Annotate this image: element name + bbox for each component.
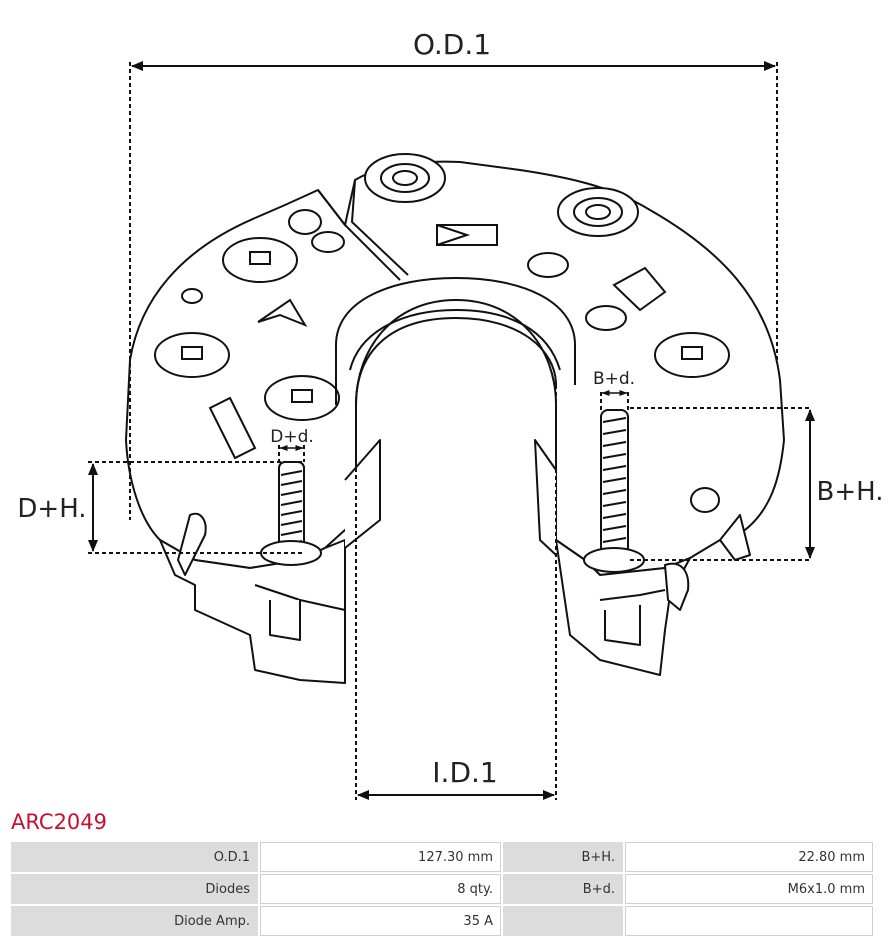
spec-label: Diode Amp. bbox=[11, 906, 258, 936]
spec-label: Diodes bbox=[11, 874, 258, 904]
table-row: O.D.1 127.30 mm B+H. 22.80 mm bbox=[11, 842, 873, 872]
label-id: I.D.1 bbox=[432, 756, 497, 789]
spec-value bbox=[625, 906, 873, 936]
rectifier-body bbox=[125, 160, 785, 576]
dimension-lines bbox=[88, 62, 812, 800]
rectifier-drawing: O.D.1 I.D.1 D+H. B+H. D+d. B+d. bbox=[17, 28, 884, 800]
b-plus-bolt bbox=[583, 409, 645, 573]
part-code: ARC2049 bbox=[11, 810, 108, 834]
spec-value: 22.80 mm bbox=[625, 842, 873, 872]
mounting-holes bbox=[181, 209, 720, 513]
label-dd: D+d. bbox=[270, 427, 314, 447]
spec-table: O.D.1 127.30 mm B+H. 22.80 mm Diodes 8 q… bbox=[9, 840, 875, 938]
spec-label: B+H. bbox=[503, 842, 623, 872]
center-bore bbox=[335, 276, 576, 406]
spec-label bbox=[503, 906, 623, 936]
label-bd: B+d. bbox=[593, 369, 635, 389]
spec-label: B+d. bbox=[503, 874, 623, 904]
table-row: Diodes 8 qty. B+d. M6x1.0 mm bbox=[11, 874, 873, 904]
table-row: Diode Amp. 35 A bbox=[11, 906, 873, 936]
left-housing bbox=[159, 439, 381, 684]
terminal-posts bbox=[364, 153, 639, 237]
spec-value: 35 A bbox=[260, 906, 501, 936]
polarity-marks bbox=[208, 224, 667, 460]
diode-pads bbox=[154, 237, 730, 421]
label-od: O.D.1 bbox=[413, 28, 491, 61]
label-bh: B+H. bbox=[817, 477, 884, 507]
label-dh: D+H. bbox=[17, 494, 86, 524]
spec-label: O.D.1 bbox=[11, 842, 258, 872]
dimension-arrows bbox=[88, 61, 815, 800]
spec-value: 127.30 mm bbox=[260, 842, 501, 872]
spec-value: M6x1.0 mm bbox=[625, 874, 873, 904]
spec-value: 8 qty. bbox=[260, 874, 501, 904]
top-bridge bbox=[317, 179, 409, 281]
right-housing bbox=[534, 439, 751, 676]
